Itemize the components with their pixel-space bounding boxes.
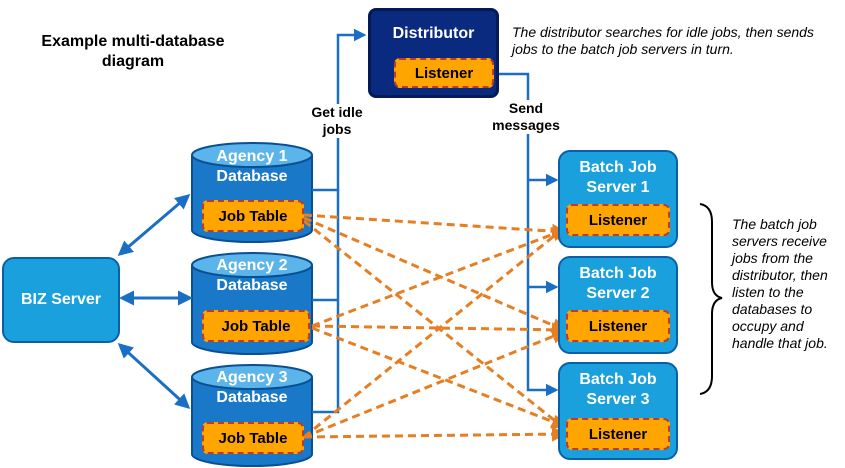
distributor-label: Distributor [392,25,475,42]
database-1-label: Agency 1 Database [216,148,288,185]
biz-database-arrows [117,194,193,410]
server-3-listener: Listener [566,418,670,450]
job-listening-arrows [303,213,567,442]
distributor-listener: Listener [394,58,494,88]
server-1-listener: Listener [566,204,670,236]
get-idle-jobs-label: Get idle jobs [304,104,370,138]
batch-servers-note: The batch job servers receive jobs from … [732,216,828,351]
send-messages-label: Send messages [484,100,568,134]
diagram-title: Example multi-database diagram [18,32,248,72]
biz-server-label: BIZ Server [20,291,102,308]
biz-server-node: BIZ Server [2,257,120,343]
brace-shape [699,203,723,395]
job-table-2: Job Table [202,310,310,342]
database-3-label: Agency 3 Database [216,369,288,406]
title-line-2: diagram [101,53,165,70]
database-2-label: Agency 2 Database [216,257,288,294]
server-2-listener: Listener [566,310,670,342]
send-messages-connector [496,72,559,397]
job-table-1: Job Table [202,200,304,232]
distributor-note: The distributor searches for idle jobs, … [512,24,814,57]
title-line-1: Example multi-database [41,33,225,50]
job-table-3: Job Table [202,422,304,454]
